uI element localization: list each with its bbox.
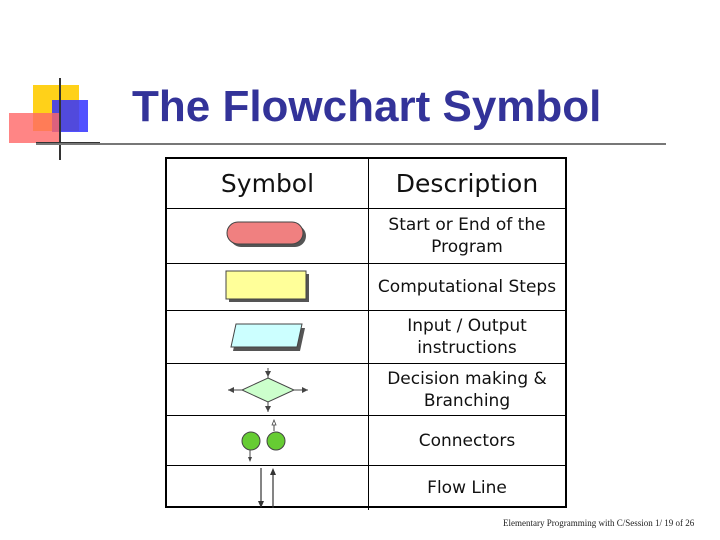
flowchart-symbol-table: Symbol Description Start or End of the P…	[165, 157, 567, 510]
description-flow-line: Flow Line	[427, 478, 507, 498]
symbol-cell-process	[167, 264, 369, 311]
description-connector: Connectors	[369, 416, 565, 466]
symbol-cell-input-output	[167, 311, 369, 364]
description-process: Computational Steps	[369, 264, 565, 311]
parallelogram-icon	[229, 323, 305, 351]
header-description: Description	[369, 159, 565, 209]
description-input-output: Input / Output instructions	[369, 311, 565, 364]
flow-line-arrows-icon	[257, 468, 276, 508]
symbol-cell-connector	[167, 416, 369, 466]
symbol-cell-terminator	[167, 209, 369, 264]
decision-diamond-icon	[227, 367, 308, 412]
symbol-cell-flow-line	[167, 466, 369, 510]
header-symbol: Symbol	[167, 159, 369, 209]
slide-footer: Elementary Programming with C/Session 1/…	[503, 518, 695, 528]
terminator-shape-icon	[226, 221, 306, 247]
process-shape-icon	[225, 270, 309, 302]
connector-circles-icon	[241, 418, 285, 462]
slide-title: The Flowchart Symbol	[132, 82, 602, 131]
description-terminator: Start or End of the Program	[369, 209, 565, 264]
symbol-cell-decision	[167, 364, 369, 416]
description-decision: Decision making & Branching	[369, 364, 565, 416]
title-divider	[36, 143, 666, 145]
